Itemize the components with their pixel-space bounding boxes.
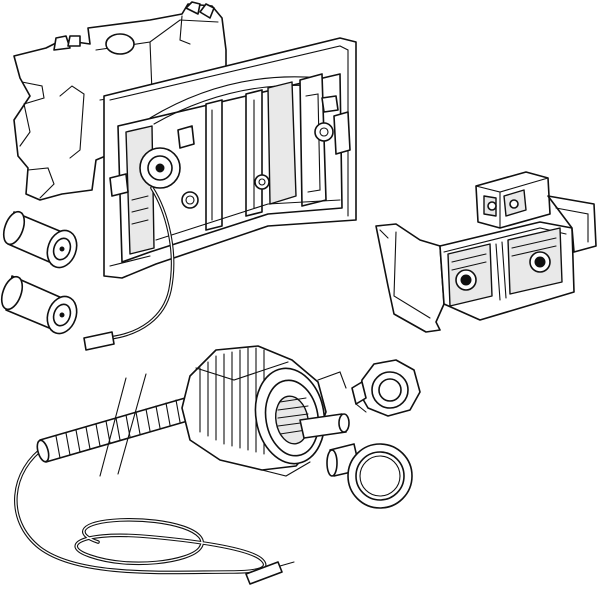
battery-2 — [0, 275, 78, 335]
frame-slot-left — [205, 99, 223, 231]
cover-hole — [105, 33, 135, 55]
battery-1 — [2, 210, 78, 269]
coiled-cable — [14, 444, 267, 575]
frame-slot-right — [267, 81, 297, 205]
lock-nut — [351, 359, 421, 417]
hose-plug — [245, 561, 283, 585]
break-mark — [117, 373, 147, 475]
mounting-frame — [13, 1, 357, 351]
control-unit-bracket — [375, 223, 445, 333]
cable-plug — [83, 331, 115, 351]
break-mark — [99, 377, 127, 477]
control-unit — [375, 171, 597, 333]
actuator-with-hose — [14, 345, 350, 585]
push-button — [326, 443, 413, 509]
